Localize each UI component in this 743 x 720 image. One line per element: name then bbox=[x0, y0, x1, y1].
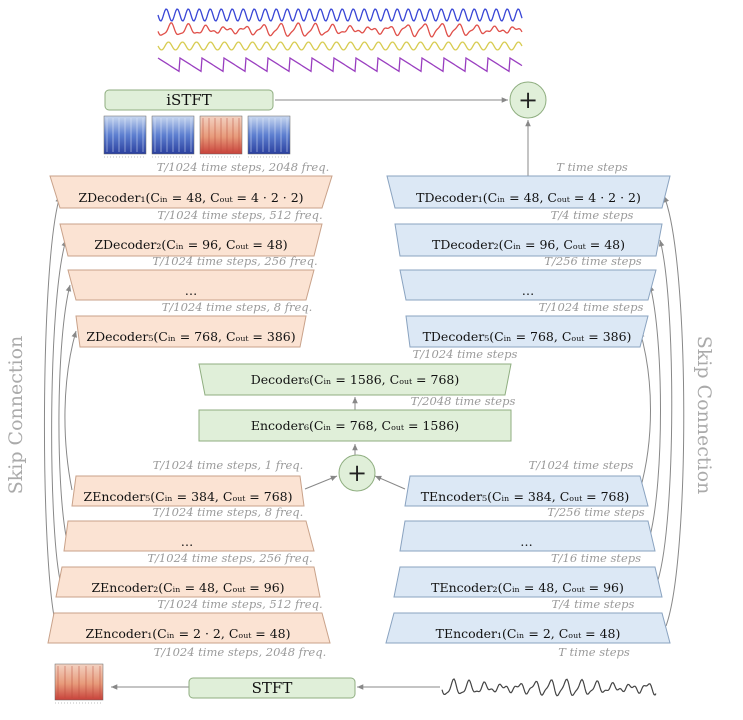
output-sum-node bbox=[509, 81, 547, 119]
tencoder-2-label: TEncoder₂(Cᵢₙ = 48, Cₒᵤₜ = 96) bbox=[431, 580, 624, 595]
z-annotation: T/1024 time steps, 1 freq. bbox=[153, 458, 304, 472]
t-annotation: T time steps bbox=[558, 645, 630, 659]
zdecoder-dots-box bbox=[67, 269, 315, 301]
decoder6-label: Decoder₆(Cᵢₙ = 1586, Cₒᵤₜ = 768) bbox=[251, 372, 459, 387]
encoder6-box bbox=[198, 409, 512, 442]
zencoder-dots-box bbox=[63, 520, 315, 552]
tencoder-5-label: TEncoder₅(Cᵢₙ = 384, Cₒᵤₜ = 768) bbox=[421, 489, 630, 504]
tdecoder-2-label: TDecoder₂(Cᵢₙ = 96, Cₒᵤₜ = 48) bbox=[432, 237, 625, 252]
input-spectrogram bbox=[54, 663, 104, 704]
spectrogram-thumbnails bbox=[54, 115, 291, 704]
tencoder-1-box bbox=[385, 612, 671, 644]
zencoder-2-label: ZEncoder₂(Cᵢₙ = 48, Cₒᵤₜ = 96) bbox=[91, 580, 284, 595]
spectrogram-1 bbox=[103, 115, 147, 158]
istft-label: iSTFT bbox=[166, 91, 212, 109]
istft-box bbox=[104, 89, 274, 111]
output-sum-symbol: + bbox=[518, 86, 538, 114]
zencoder-5-label: ZEncoder₅(Cᵢₙ = 384, Cₒᵤₜ = 768) bbox=[84, 489, 293, 504]
zencoder-2-box bbox=[55, 566, 321, 598]
tencoder-5-box bbox=[404, 475, 649, 507]
tdecoder-5-label: TDecoder₅(Cᵢₙ = 768, Cₒᵤₜ = 386) bbox=[423, 329, 632, 344]
t-annotation: T time steps bbox=[556, 160, 628, 174]
tencoder-2-box bbox=[393, 566, 663, 598]
input-waveform bbox=[441, 678, 657, 697]
output-waveform-blue bbox=[157, 8, 523, 22]
zdecoder-2-box bbox=[59, 223, 323, 257]
t-annotation: T/4 time steps bbox=[551, 208, 634, 222]
skip-connection-left-label: Skip Connection bbox=[5, 336, 27, 495]
t-annotation: T/256 time steps bbox=[544, 254, 642, 268]
tdecoder-dots-box bbox=[399, 269, 657, 301]
zencoder-1-label: ZEncoder₁(Cᵢₙ = 2 · 2, Cₒᵤₜ = 48) bbox=[86, 626, 291, 641]
zencoder-5-box bbox=[71, 475, 305, 507]
output-waveform-red bbox=[157, 21, 523, 38]
t-annotation: T/1024 time steps bbox=[539, 300, 644, 314]
t-annotation: T/256 time steps bbox=[547, 505, 645, 519]
middle-annotation: T/1024 time steps bbox=[413, 347, 518, 361]
z-annotation: T/1024 time steps, 256 freq. bbox=[152, 254, 317, 268]
tencoder-dots-box bbox=[399, 520, 656, 552]
zdecoder-5-label: ZDecoder₅(Cᵢₙ = 768, Cₒᵤₜ = 386) bbox=[86, 329, 295, 344]
z-annotation: T/1024 time steps, 8 freq. bbox=[162, 300, 313, 314]
stft-box bbox=[188, 677, 356, 699]
stft-label: STFT bbox=[252, 679, 293, 697]
zdecoder-dots-label: … bbox=[185, 283, 198, 298]
tdecoder-2-box bbox=[394, 223, 663, 257]
tencoder-dots-label: … bbox=[520, 534, 533, 549]
output-waveform-purple bbox=[157, 56, 523, 73]
zencoder-1-box bbox=[47, 612, 331, 644]
encoder6-label: Encoder₆(Cᵢₙ = 768, Cₒᵤₜ = 1586) bbox=[251, 418, 459, 433]
z-annotation: T/1024 time steps, 2048 freq. bbox=[154, 645, 327, 659]
zdecoder-2-label: ZDecoder₂(Cᵢₙ = 96, Cₒᵤₜ = 48) bbox=[94, 237, 287, 252]
spectrogram-3 bbox=[199, 115, 243, 158]
z-annotation: T/1024 time steps, 256 freq. bbox=[147, 551, 312, 565]
z-annotation: T/1024 time steps, 2048 freq. bbox=[157, 160, 330, 174]
spectrogram-4 bbox=[247, 115, 291, 158]
z-annotation: T/1024 time steps, 512 freq. bbox=[157, 208, 322, 222]
z-branch: ZDecoder₁(Cᵢₙ = 48, Cₒᵤₜ = 4 · 2 · 2) ZDe… bbox=[47, 175, 333, 644]
t-branch: TDecoder₁(Cᵢₙ = 48, Cₒᵤₜ = 4 · 2 · 2) TDe… bbox=[385, 175, 671, 644]
zdecoder-1-label: ZDecoder₁(Cᵢₙ = 48, Cₒᵤₜ = 4 · 2 · 2) bbox=[78, 190, 303, 205]
tdecoder-dots-label: … bbox=[522, 283, 535, 298]
middle-annotation: T/2048 time steps bbox=[411, 394, 516, 408]
t-annotation: T/16 time steps bbox=[551, 551, 641, 565]
skip-connection-right-label: Skip Connection bbox=[693, 336, 715, 495]
t-annotation: T/4 time steps bbox=[552, 597, 635, 611]
output-waveform-yellow bbox=[157, 41, 523, 51]
encoder-sum-symbol: + bbox=[347, 459, 367, 487]
tdecoder-1-box bbox=[386, 175, 671, 209]
z-annotation: T/1024 time steps, 8 freq. bbox=[153, 505, 304, 519]
tencoder-1-label: TEncoder₁(Cᵢₙ = 2, Cₒᵤₜ = 48) bbox=[436, 626, 621, 641]
output-waveforms bbox=[157, 8, 523, 73]
encoder-sum-node bbox=[338, 454, 376, 492]
decoder6-box bbox=[198, 363, 512, 396]
zdecoder-1-box bbox=[49, 175, 333, 209]
spectrogram-2 bbox=[151, 115, 195, 158]
z-annotation: T/1024 time steps, 512 freq. bbox=[157, 597, 322, 611]
t-annotation: T/1024 time steps bbox=[529, 458, 634, 472]
zencoder-dots-label: … bbox=[181, 534, 194, 549]
annotations: T/1024 time steps, 2048 freq. T/1024 time… bbox=[147, 160, 644, 659]
zdecoder-5-box bbox=[75, 315, 307, 348]
tdecoder-5-box bbox=[405, 315, 649, 348]
tdecoder-1-label: TDecoder₁(Cᵢₙ = 48, Cₒᵤₜ = 4 · 2 · 2) bbox=[416, 190, 641, 205]
